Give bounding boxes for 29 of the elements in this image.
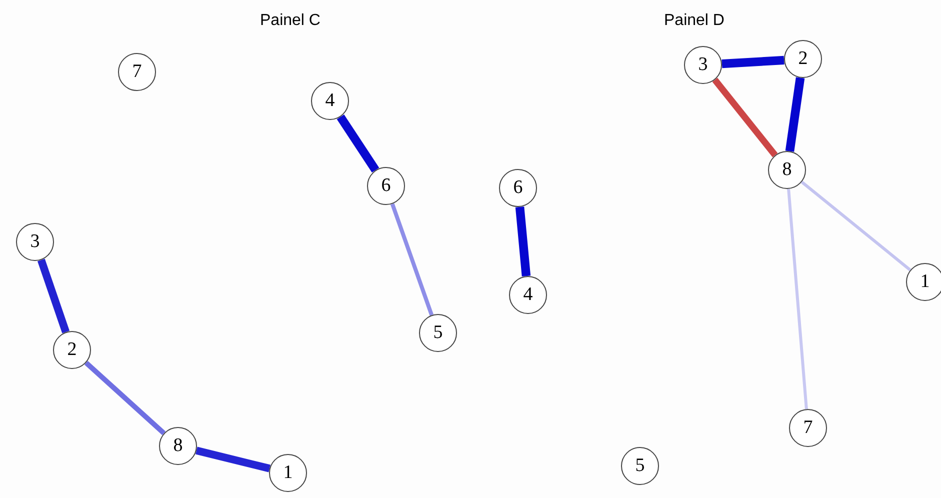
network-node: 7: [789, 409, 827, 447]
network-edge: [800, 180, 912, 272]
panel-title: Painel D: [664, 11, 724, 31]
network-edge: [712, 78, 778, 158]
network-edge: [787, 188, 808, 410]
network-node: 4: [311, 82, 349, 120]
network-edge: [515, 206, 531, 276]
network-node: 4: [509, 276, 547, 314]
network-node: 8: [768, 151, 806, 189]
network-node: 2: [53, 331, 91, 369]
network-node: 7: [118, 53, 156, 91]
network-node: 6: [499, 169, 537, 207]
network-node: 1: [269, 454, 307, 492]
network-edge: [84, 360, 166, 436]
network-node: 2: [784, 40, 822, 78]
network-node: 6: [367, 167, 405, 205]
network-node: 5: [419, 314, 457, 352]
network-node: 3: [684, 46, 722, 84]
network-edge: [390, 203, 434, 316]
network-node: 3: [16, 223, 54, 261]
network-edge: [722, 56, 784, 68]
panel-title: Painel C: [260, 11, 320, 31]
network-node: 5: [621, 447, 659, 485]
network-edge: [196, 446, 270, 472]
network-edge: [37, 258, 70, 334]
network-edge: [336, 114, 380, 172]
network-node: 8: [159, 427, 197, 465]
network-node: 1: [906, 263, 941, 301]
network-edge: [785, 77, 805, 152]
